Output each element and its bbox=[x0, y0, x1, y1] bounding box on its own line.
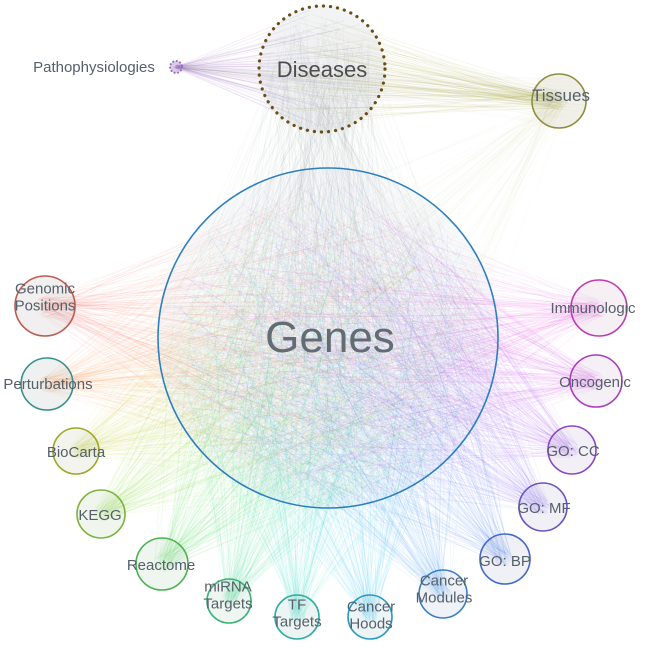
node-genomic_positions[interactable] bbox=[14, 275, 76, 337]
node-go_mf[interactable] bbox=[518, 482, 568, 532]
node-pathophysiologies[interactable] bbox=[169, 60, 183, 74]
node-go_bp[interactable] bbox=[479, 533, 531, 585]
oncogenic-circle[interactable] bbox=[569, 354, 623, 408]
node-diseases[interactable] bbox=[257, 4, 387, 134]
cancer_modules-circle[interactable] bbox=[418, 569, 468, 619]
node-tf_targets[interactable] bbox=[274, 594, 320, 640]
go_cc-circle[interactable] bbox=[547, 425, 597, 475]
node-cancer_hoods[interactable] bbox=[347, 594, 393, 640]
reactome-circle[interactable] bbox=[135, 537, 189, 591]
go_mf-circle[interactable] bbox=[518, 482, 568, 532]
node-genes[interactable] bbox=[157, 167, 499, 509]
node-immunologic[interactable] bbox=[570, 279, 628, 337]
node-biocarta[interactable] bbox=[52, 427, 100, 475]
node-cancer_modules[interactable] bbox=[418, 569, 468, 619]
node-tissues[interactable] bbox=[531, 73, 587, 129]
mirna_targets-circle[interactable] bbox=[206, 578, 252, 624]
diseases-circle[interactable] bbox=[257, 4, 387, 134]
node-kegg[interactable] bbox=[76, 489, 126, 539]
immunologic-circle[interactable] bbox=[570, 279, 628, 337]
node-mirna_targets[interactable] bbox=[206, 578, 252, 624]
cancer_hoods-circle[interactable] bbox=[347, 594, 393, 640]
tf_targets-circle[interactable] bbox=[274, 594, 320, 640]
kegg-circle[interactable] bbox=[76, 489, 126, 539]
node-circles bbox=[14, 4, 628, 640]
node-oncogenic[interactable] bbox=[569, 354, 623, 408]
genomic_positions-circle[interactable] bbox=[14, 275, 76, 337]
go_bp-circle[interactable] bbox=[479, 533, 531, 585]
pathophysiologies-label: Pathophysiologies bbox=[33, 59, 155, 76]
genes-circle[interactable] bbox=[157, 167, 499, 509]
edge-lines bbox=[35, 10, 609, 625]
node-reactome[interactable] bbox=[135, 537, 189, 591]
biocarta-circle[interactable] bbox=[52, 427, 100, 475]
node-go_cc[interactable] bbox=[547, 425, 597, 475]
tissues-circle[interactable] bbox=[531, 73, 587, 129]
node-perturbations[interactable] bbox=[20, 357, 74, 411]
pathophysiologies-circle[interactable] bbox=[169, 60, 183, 74]
perturbations-circle[interactable] bbox=[20, 357, 74, 411]
